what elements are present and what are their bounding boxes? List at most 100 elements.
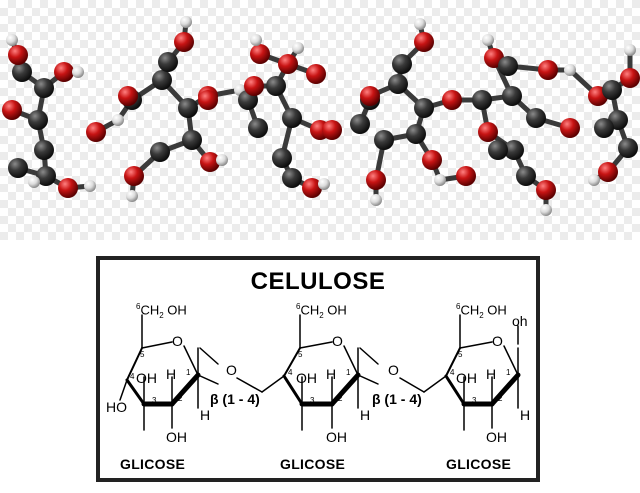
glucose-ring-1 — [119, 314, 219, 431]
cellulose-formula-panel: CELULOSE — [96, 256, 540, 482]
oxygen-atom — [54, 62, 74, 82]
ring-num-3-1: 3 — [152, 396, 157, 405]
hydrogen-c2-3: H — [486, 366, 497, 382]
oxygen-atom — [478, 122, 498, 142]
hydrogen-atom — [564, 64, 576, 76]
hydroxyl-c2-2: OH — [326, 429, 347, 445]
ring-num-4-3: 4 — [450, 368, 455, 377]
ring-num-3-2: 3 — [310, 396, 315, 405]
carbon-atom — [282, 108, 302, 128]
carbon-atom — [152, 70, 172, 90]
oxygen-atom — [560, 118, 580, 138]
hydrogen-atom — [292, 42, 304, 54]
carbon-atom — [150, 142, 170, 162]
bridge-oxygen-1: O — [226, 362, 237, 378]
carbon-atom — [526, 108, 546, 128]
oxygen-atom — [174, 32, 194, 52]
hydroxyl-c4-1: HO — [106, 399, 127, 415]
oxygen-atom — [322, 120, 342, 140]
hydrogen-atom — [84, 180, 96, 192]
oxygen-atom — [250, 44, 270, 64]
oxygen-atom — [442, 90, 462, 110]
glucose-label-2: GLICOSE — [280, 456, 346, 472]
carbon-atom — [594, 118, 614, 138]
carbon-atom — [498, 56, 518, 76]
ring-oxygen-3: O — [492, 333, 503, 349]
link-label-1: β (1 - 4) — [210, 391, 260, 407]
ring-num-3-3: 3 — [472, 396, 477, 405]
hydroxyl-c1-3: oh — [512, 313, 528, 329]
hydrogen-atom — [216, 154, 228, 166]
hydrogen-atom — [28, 176, 40, 188]
oxygen-atom — [198, 90, 218, 110]
glucose-label-3: GLICOSE — [446, 456, 512, 472]
carbon-atom — [414, 98, 434, 118]
ring-oxygen-1: O — [172, 333, 183, 349]
hydrogen-atom — [588, 174, 600, 186]
ring-num-5-1: 5 — [140, 350, 145, 359]
carbon-atom — [158, 52, 178, 72]
oxygen-atom — [620, 68, 640, 88]
oxygen-atom — [86, 122, 106, 142]
ring-num-1-3: 1 — [506, 368, 511, 377]
carbon-atom — [28, 110, 48, 130]
hydrogen-atom — [434, 174, 446, 186]
oxygen-atom — [278, 54, 298, 74]
ch2oh-label-2: 6CH2 OH — [296, 302, 347, 320]
carbon-atom — [516, 166, 536, 186]
carbon-atom — [36, 166, 56, 186]
hydrogen-atom — [624, 44, 636, 56]
hydrogen-atom — [180, 16, 192, 28]
hydrogen-c1-1: H — [200, 407, 211, 423]
oxygen-atom — [538, 60, 558, 80]
carbon-atom — [602, 80, 622, 100]
ring-num-2-1: 2 — [178, 394, 183, 403]
glucose-label-1: GLICOSE — [120, 456, 186, 472]
hydrogen-atom — [72, 66, 84, 78]
oxygen-atom — [366, 170, 386, 190]
oxygen-atom — [124, 166, 144, 186]
hydrogen-c2-2: H — [326, 366, 337, 382]
hydrogen-atom — [126, 190, 138, 202]
ring-num-4-2: 4 — [288, 368, 293, 377]
ring-num-5-2: 5 — [298, 350, 303, 359]
carbon-atom — [392, 54, 412, 74]
oxygen-atom — [2, 100, 22, 120]
carbon-atom — [12, 62, 32, 82]
carbon-atom — [248, 118, 268, 138]
hydrogen-atom — [370, 194, 382, 206]
hydrogen-atom — [112, 114, 124, 126]
ring-num-5-3: 5 — [458, 350, 463, 359]
carbon-atom — [504, 140, 524, 160]
carbon-atom — [350, 114, 370, 134]
haworth-structure — [119, 314, 521, 431]
ch2oh-label-1: 6CH2 OH — [136, 302, 187, 320]
carbon-atom — [272, 148, 292, 168]
hydrogen-c1-2: H — [360, 407, 371, 423]
carbon-atom — [488, 140, 508, 160]
oxygen-atom — [360, 86, 380, 106]
ch2oh-label-3: 6CH2 OH — [456, 302, 507, 320]
oxygen-atom — [598, 162, 618, 182]
ring-num-4-1: 4 — [130, 372, 135, 381]
oxygen-atom — [58, 178, 78, 198]
hydroxyl-c3-2: OH — [296, 370, 317, 386]
carbon-atom — [618, 138, 638, 158]
carbon-atom — [374, 130, 394, 150]
hydrogen-atom — [414, 18, 426, 30]
carbon-atom — [8, 158, 28, 178]
ring-oxygen-2: O — [332, 333, 343, 349]
hydroxyl-c3-3: OH — [456, 370, 477, 386]
ball-and-stick-chain — [2, 16, 640, 216]
hydroxyl-c3-1: OH — [136, 370, 157, 386]
carbon-atom — [388, 74, 408, 94]
oxygen-atom — [118, 86, 138, 106]
carbon-atom — [472, 90, 492, 110]
ring-num-2-2: 2 — [338, 394, 343, 403]
oxygen-atom — [200, 152, 220, 172]
oxygen-atom — [422, 150, 442, 170]
carbon-atom — [406, 124, 426, 144]
oxygen-atom — [306, 64, 326, 84]
hydroxyl-c2-3: OH — [486, 429, 507, 445]
hydrogen-atom — [318, 178, 330, 190]
